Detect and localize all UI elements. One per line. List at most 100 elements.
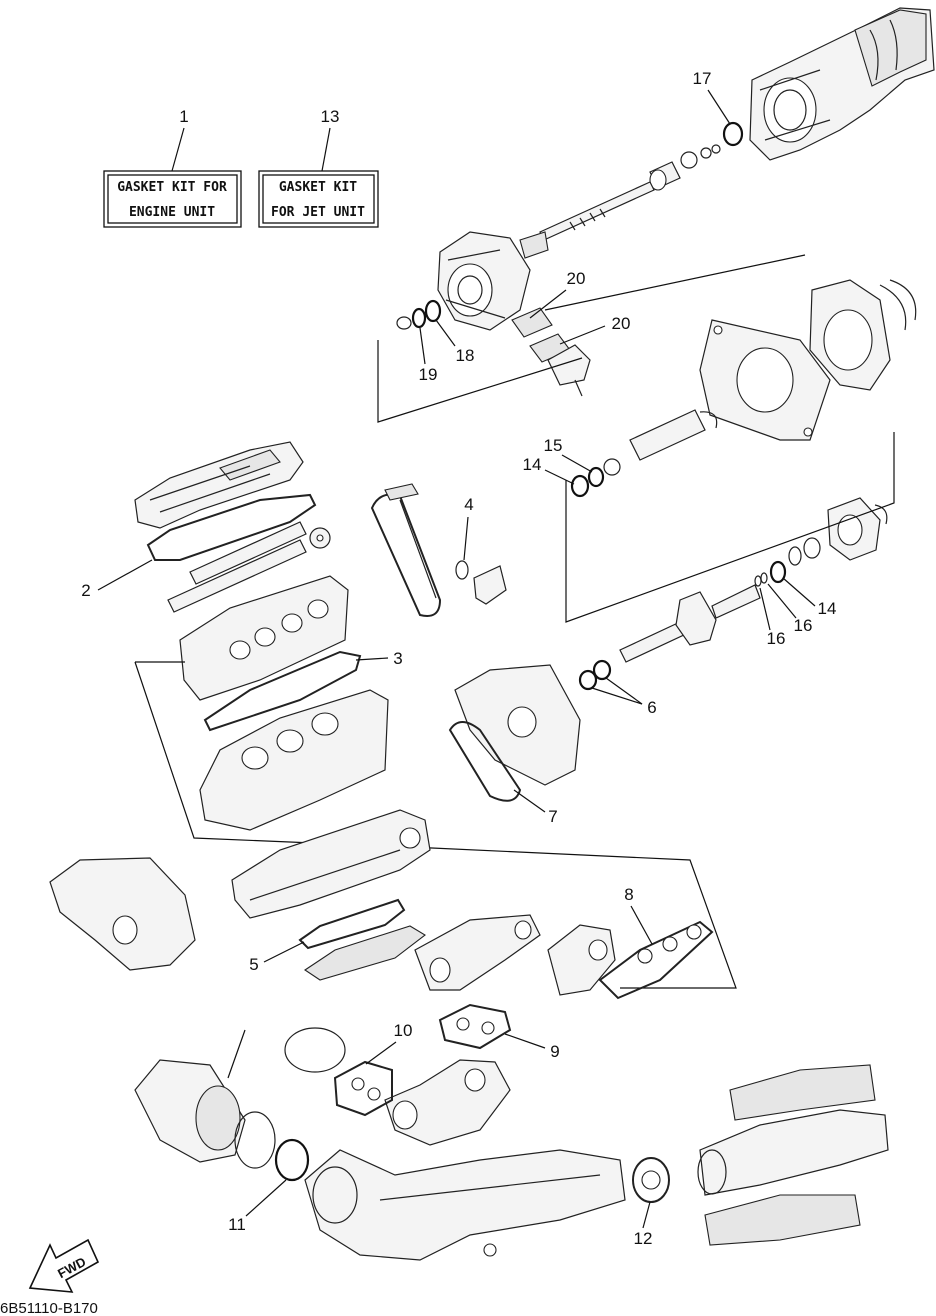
bracket-engine [134, 661, 737, 989]
callout-20a: 20 [567, 269, 586, 288]
kit-1-line1: GASKET KIT FOR [117, 180, 227, 195]
muffler [134, 1059, 276, 1169]
exhaust-gasket-10 [333, 1060, 393, 1117]
manifold-gasket-8 [598, 920, 714, 1000]
bracket-jet-line [544, 254, 806, 311]
water-lock-body [304, 1149, 626, 1261]
leader-20a [529, 289, 567, 319]
leader-14b [782, 577, 816, 607]
cylinder-head-cover [134, 441, 304, 529]
cover-gasket-7 [448, 721, 522, 802]
leader-9 [504, 1033, 546, 1049]
gasket-kit-engine-box: GASKET KIT FOR ENGINE UNIT [103, 170, 242, 228]
washer [396, 316, 412, 330]
callout-10: 10 [394, 1021, 413, 1040]
intermediate-plate [699, 319, 831, 441]
oil-pan [304, 925, 426, 981]
kit-13-line1: GASKET KIT [279, 180, 357, 195]
crankcase [231, 809, 431, 919]
o-ring-17 [722, 121, 744, 147]
jet-nozzle-assembly [749, 7, 935, 161]
oil-seal-6b [592, 659, 612, 681]
callout-16b: 16 [767, 629, 786, 648]
leader-3 [355, 657, 389, 661]
leader-19 [419, 327, 426, 365]
engine-end-cover [454, 664, 581, 786]
leader-12 [642, 1201, 651, 1229]
callout-7: 7 [548, 807, 557, 826]
callout-17: 17 [693, 69, 712, 88]
leader-13 [321, 127, 331, 172]
callout-3: 3 [393, 649, 402, 668]
oil-seal-6a [578, 669, 598, 691]
callout-12: 12 [634, 1229, 653, 1248]
exhaust-gasket-9 [438, 1003, 512, 1050]
callout-18: 18 [456, 346, 475, 365]
callout-5: 5 [249, 955, 258, 974]
leader-17 [707, 89, 731, 125]
diagram-code: 6B51110-B170 [0, 1300, 98, 1316]
leader-7 [513, 789, 546, 813]
bracket-jet-lower [565, 432, 895, 623]
leader-16a [767, 583, 797, 619]
kit-13-line2: FOR JET UNIT [271, 205, 365, 220]
leader-18 [435, 319, 456, 347]
leader-8 [630, 905, 653, 945]
kit-1-line2: ENGINE UNIT [129, 205, 215, 220]
callout-20b: 20 [612, 314, 631, 333]
exhaust-rear-pipe [697, 1064, 889, 1246]
callout-2: 2 [81, 581, 90, 600]
callout-8: 8 [624, 885, 633, 904]
crankcase-gasket-5 [298, 898, 406, 950]
muffler-link-line [227, 1029, 246, 1079]
callout-11: 11 [228, 1215, 246, 1234]
bracket-jet-upper [377, 340, 583, 423]
timing-chain [370, 483, 442, 617]
head-gasket-3 [203, 650, 362, 732]
bearing-holder [788, 497, 888, 566]
thermostat-assembly [455, 560, 507, 605]
gasket-kit-jet-box: GASKET KIT FOR JET UNIT [258, 170, 379, 228]
leader-2 [97, 559, 153, 591]
drive-shaft-lower [619, 560, 787, 663]
pump-housing [437, 231, 531, 331]
leader-14a [544, 469, 575, 485]
callout-14a: 14 [523, 455, 542, 474]
callout-14b: 14 [818, 599, 837, 618]
leader-4 [463, 516, 469, 561]
seal-18 [424, 299, 442, 323]
gasket-12 [632, 1157, 670, 1203]
drive-shaft-upper [519, 144, 721, 259]
leader-5 [263, 941, 305, 963]
cover-gasket-2 [146, 493, 317, 561]
cylinder-block [199, 689, 389, 831]
callout-6: 6 [647, 698, 656, 717]
exhaust-manifold-2 [547, 924, 616, 996]
engine-side-cover [49, 857, 196, 971]
leader-11 [245, 1179, 287, 1217]
callout-15: 15 [544, 436, 563, 455]
leader-6b [605, 677, 643, 705]
leader-1 [171, 127, 185, 172]
exhaust-manifold [414, 914, 541, 991]
callout-1: 1 [179, 107, 188, 126]
seal-11 [274, 1138, 310, 1182]
callout-19: 19 [419, 365, 438, 384]
callout-13: 13 [321, 107, 340, 126]
leader-10 [365, 1041, 397, 1065]
impeller-housing [809, 279, 917, 391]
callout-9: 9 [550, 1042, 559, 1061]
camshafts [167, 521, 331, 613]
leader-15 [561, 454, 593, 473]
seal-19 [411, 307, 427, 329]
fwd-arrow: FWD [28, 1238, 100, 1293]
bearing-housing-gaskets [511, 307, 591, 397]
leader-20b [559, 325, 606, 345]
leader-16b [759, 587, 771, 631]
exhaust-pipe [384, 1059, 511, 1146]
callout-16a: 16 [794, 616, 813, 635]
jet-shaft-lower [570, 409, 718, 498]
callout-4: 4 [464, 495, 473, 514]
cylinder-head [179, 575, 349, 701]
leader-6a [591, 687, 643, 705]
